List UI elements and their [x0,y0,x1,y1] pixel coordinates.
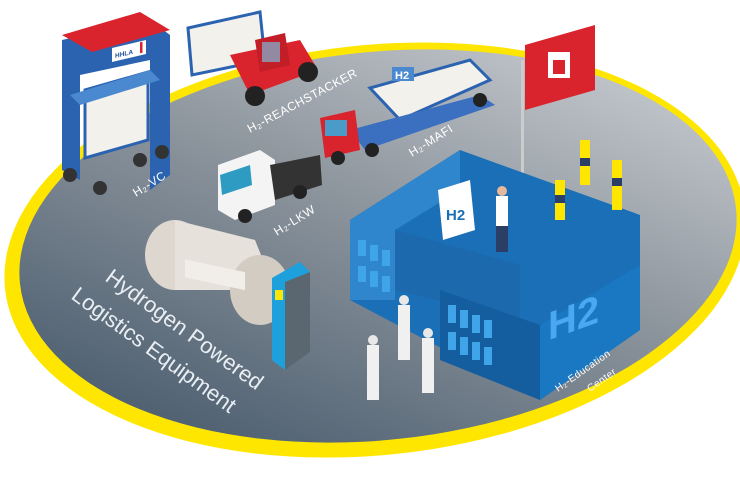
mafi-h2-badge: H2 [395,70,409,82]
lkw-truck [218,150,322,223]
hhla-sign [112,40,146,62]
flipchart-h2: H2 [446,207,465,224]
mafi-tractor-trailer: H2 [320,58,495,165]
hydrogen-dispenser [272,262,310,370]
education-center-building: H2 H2 [350,150,640,400]
straddle-carrier-vc: HHLA [62,12,170,195]
workers [367,140,622,400]
hhla-logo-text: HHLA [115,49,133,60]
reachstacker [186,10,318,106]
hamburg-flag [521,25,595,190]
